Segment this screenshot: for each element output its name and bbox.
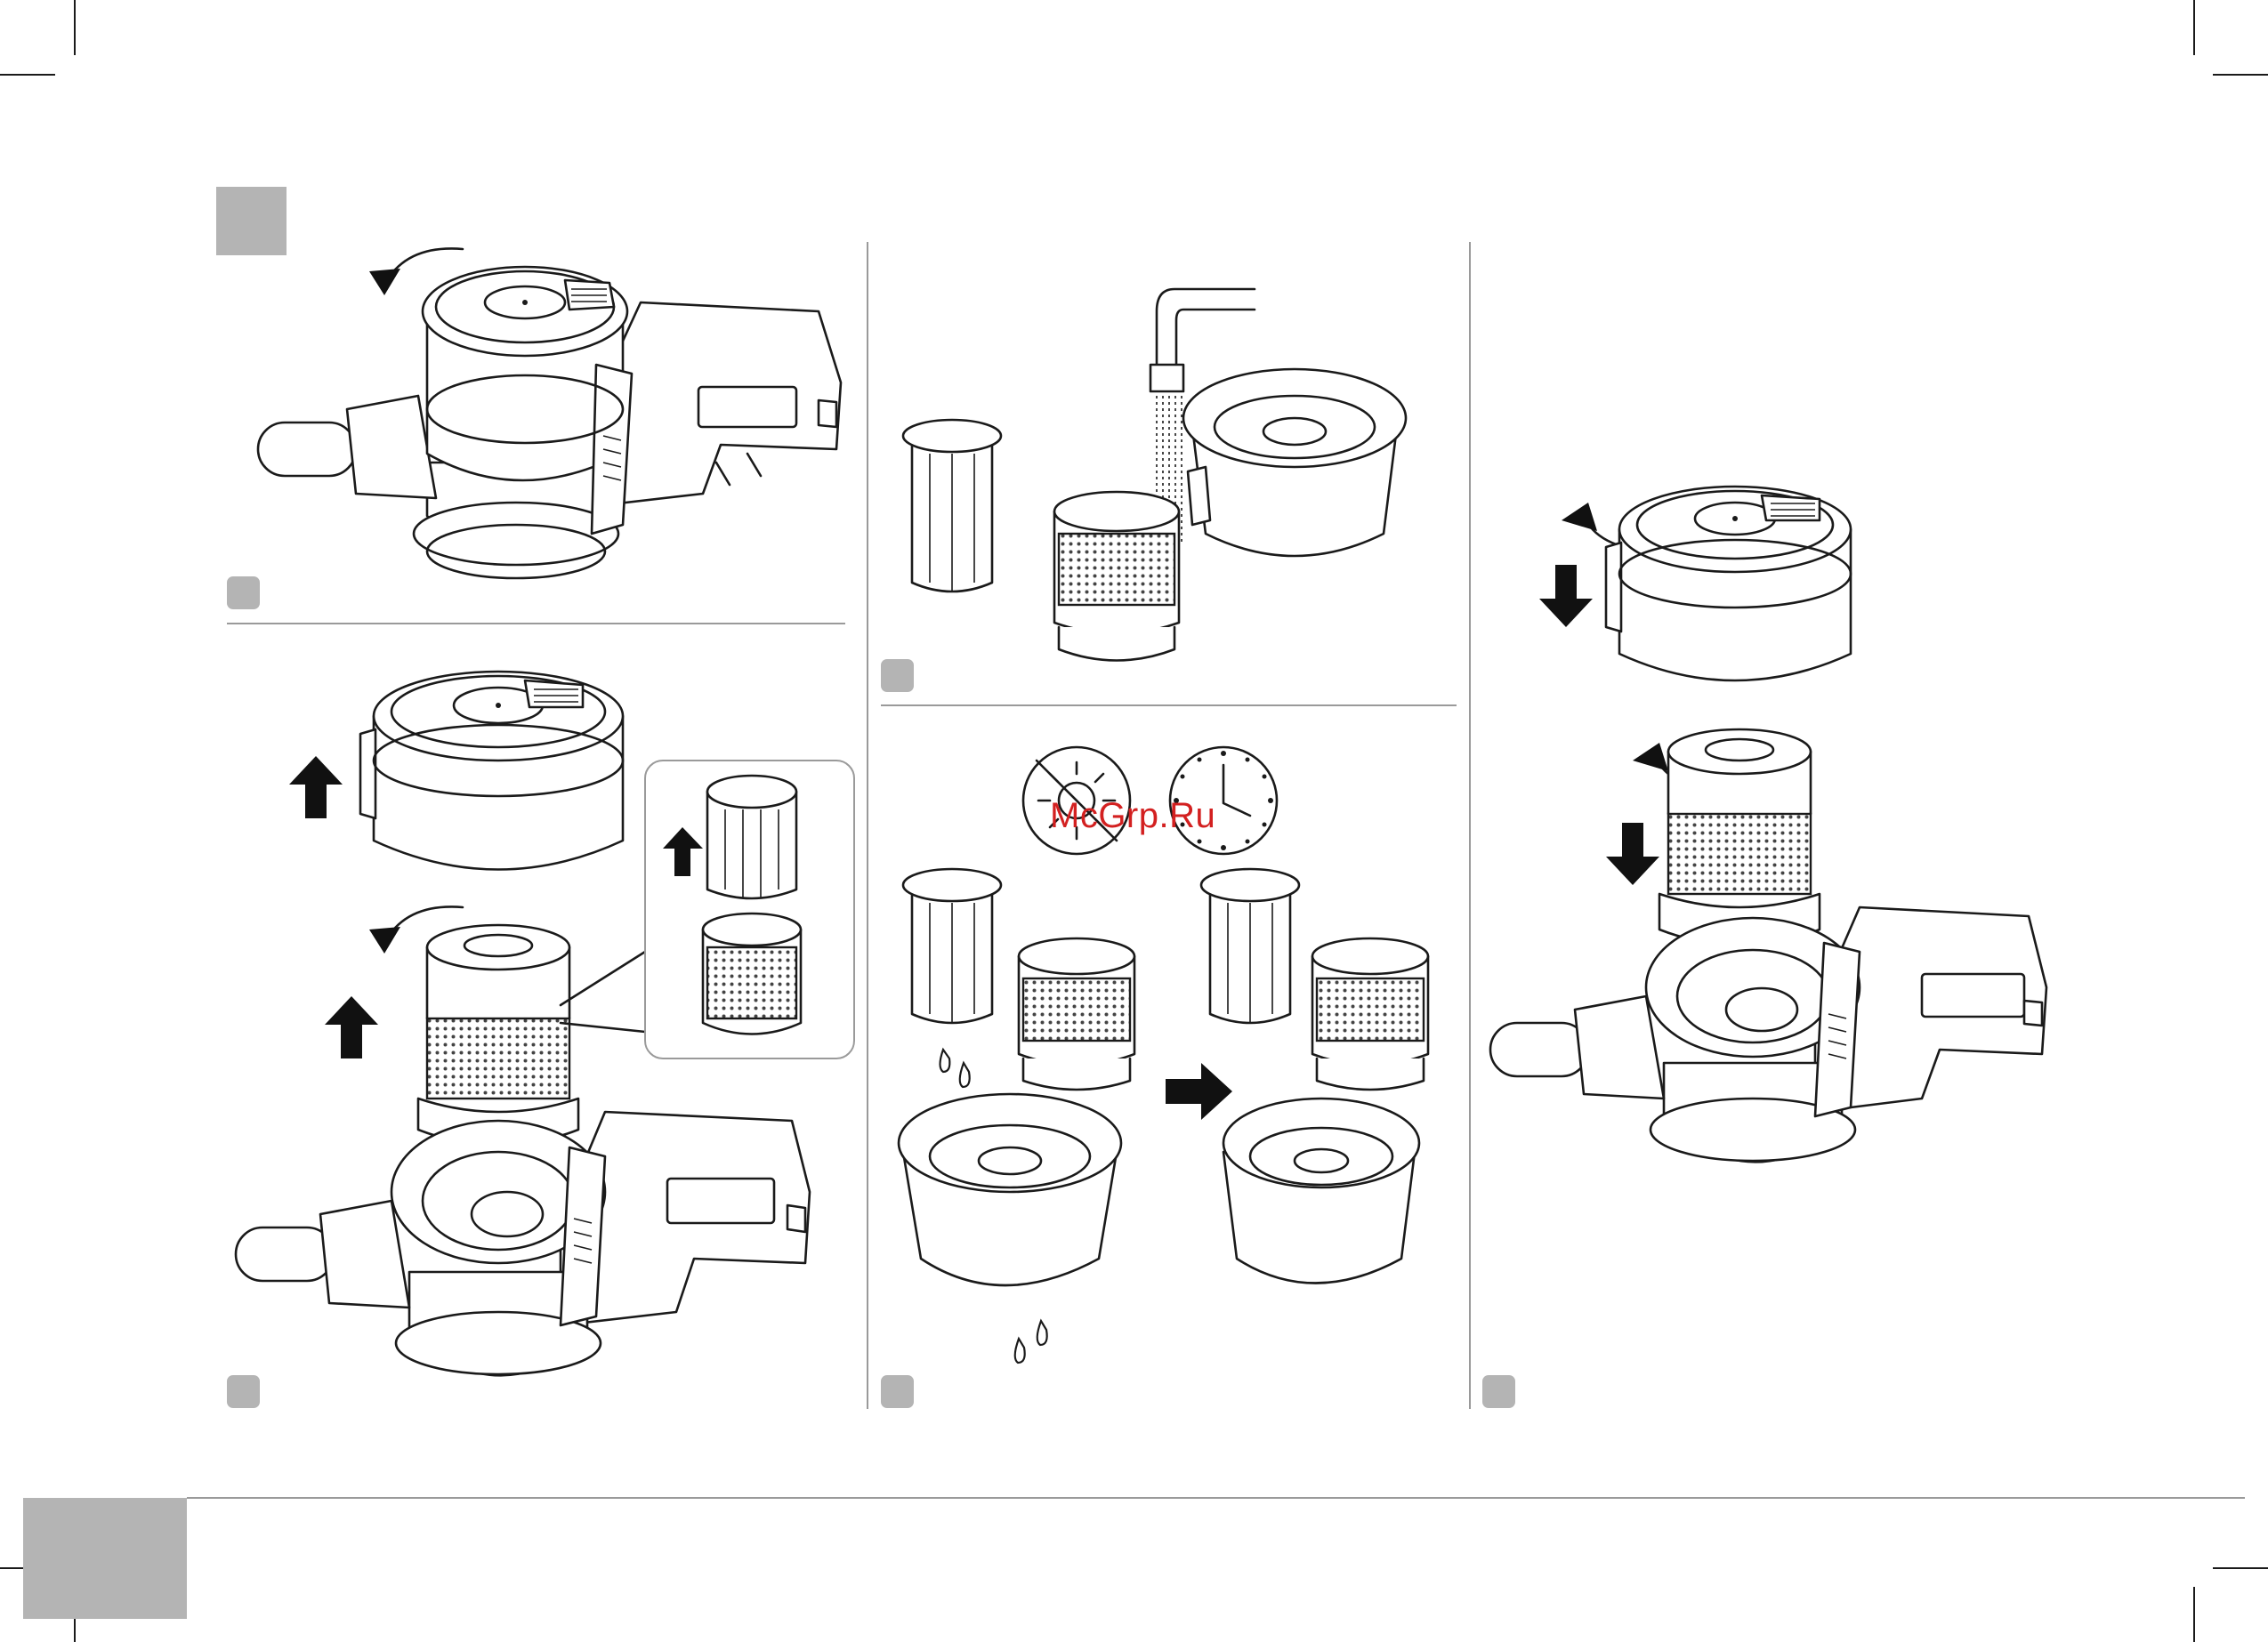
dust-bin-illustration [1602,476,1868,707]
reassemble-down-arrow-icon [1539,565,1593,627]
vacuum-base-illustration [1486,894,2055,1196]
twist-off-bin-arrow-icon [365,240,472,302]
column-divider [867,242,868,1409]
step-badge [1482,1375,1515,1408]
watermark: McGrp.Ru [1050,796,1215,836]
step-badge [881,1375,914,1408]
step-badge [881,659,914,692]
crop-mark [74,0,76,55]
crop-mark [2213,1567,2268,1569]
crop-mark [2213,74,2268,76]
row-divider [881,704,1457,706]
lift-off-arrow-icon [289,756,343,818]
crop-mark [2193,0,2195,55]
page-number-box [23,1498,187,1619]
column-divider [1469,242,1471,1409]
footer-rule [187,1497,2245,1499]
vacuum-base-illustration [231,1094,836,1414]
wet-filter-parts-illustration [894,858,1161,1374]
dry-filter-parts-illustration [1197,858,1464,1339]
crop-mark [2193,1587,2195,1642]
lift-off-arrow-icon [663,827,703,876]
crop-mark [0,74,55,76]
row-divider [227,623,845,624]
filter-detail-inset [552,756,859,1063]
vacuum-body-illustration [249,240,854,614]
rinse-under-tap-icon [899,276,1441,658]
lift-off-arrow-icon [325,996,378,1058]
